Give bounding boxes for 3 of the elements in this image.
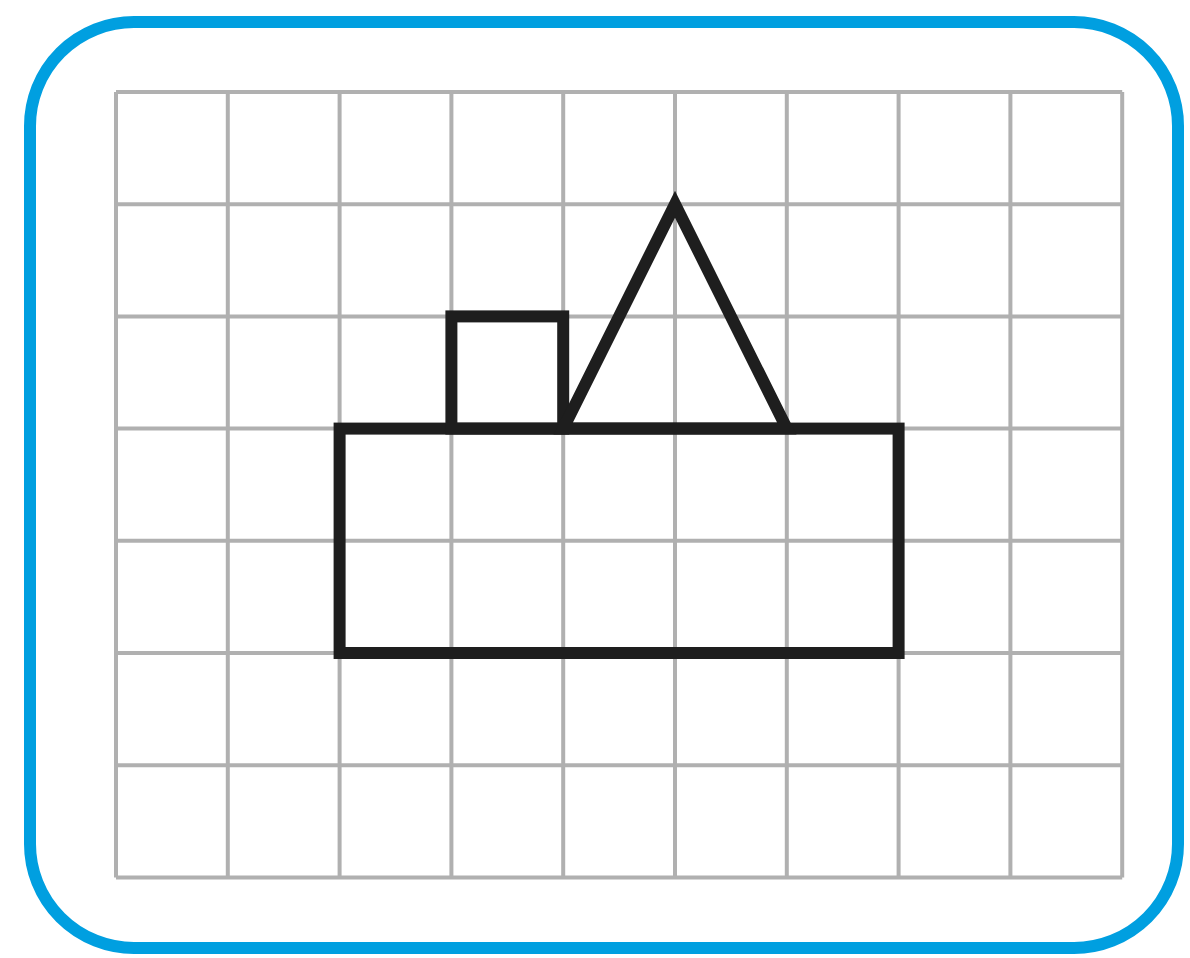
square-shape xyxy=(445,310,570,435)
triangle-shape xyxy=(553,190,797,435)
rectangle-shape xyxy=(333,422,905,659)
